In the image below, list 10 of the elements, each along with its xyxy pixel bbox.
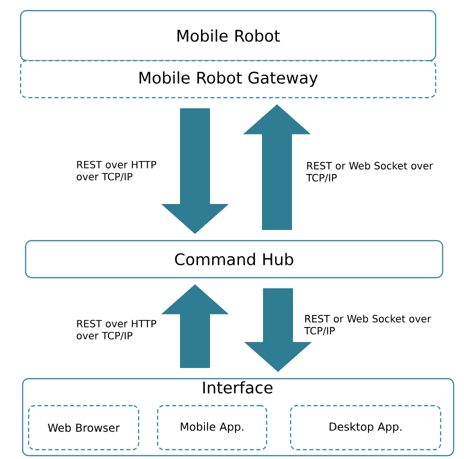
component-box: Desktop App.: [290, 405, 442, 450]
component-box: Web Browser: [28, 405, 140, 450]
component-box: Mobile App.: [157, 405, 268, 450]
edge-label: REST or Web Socket over TCP/IP: [304, 314, 432, 336]
edge-label: REST or Web Socket over TCP/IP: [306, 162, 434, 182]
component-box: Mobile Robot: [20, 10, 436, 62]
component-box: Command Hub: [25, 240, 444, 278]
edge-label: REST over HTTP over TCP/IP: [76, 160, 156, 182]
component-box: Mobile Robot Gateway: [20, 60, 436, 98]
edge-label: REST over HTTP over TCP/IP: [76, 320, 156, 340]
